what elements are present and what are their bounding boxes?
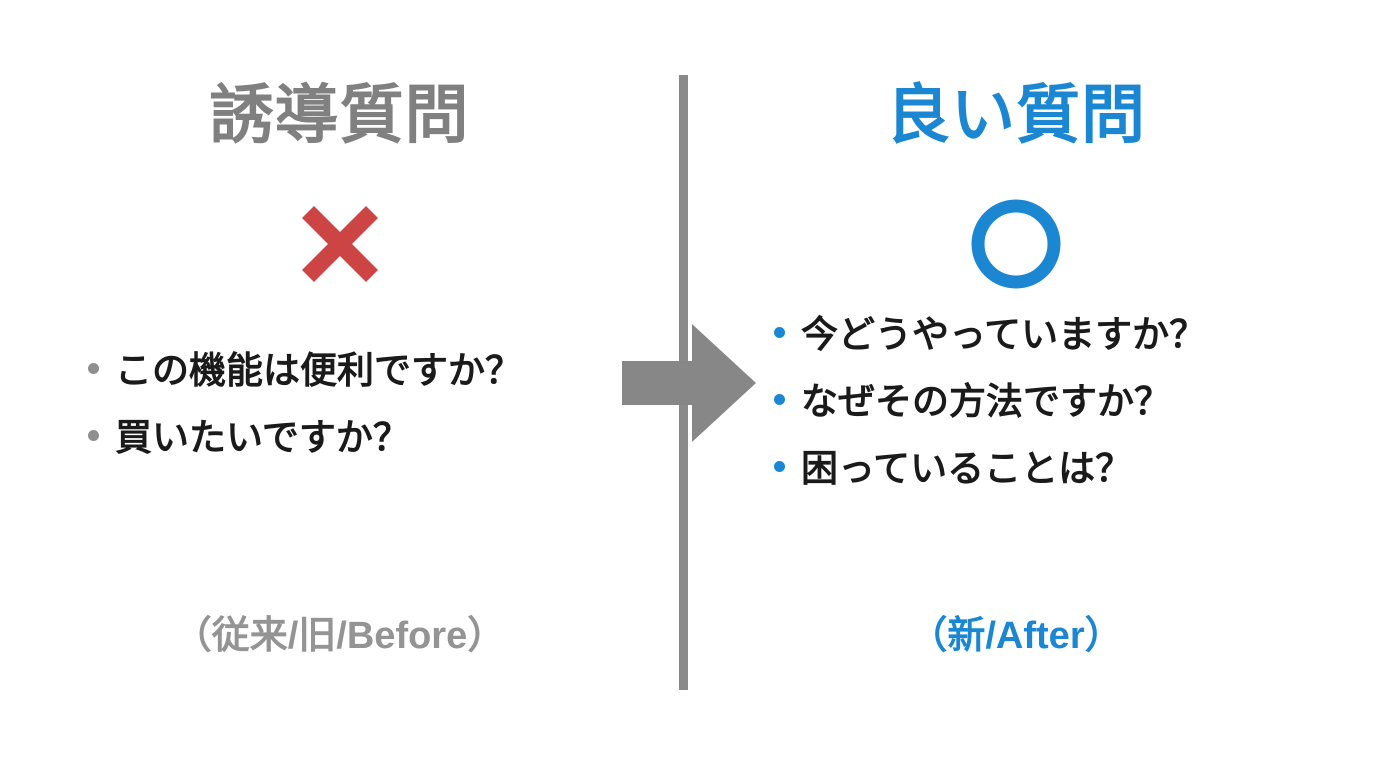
- circle-mark-icon: [971, 199, 1061, 289]
- left-column: 誘導質問 この機能は便利ですか？ 買いたいですか？ （従来/旧/Before）: [0, 0, 679, 768]
- bullet-dot-icon: [774, 394, 785, 405]
- left-footer-label: （従来/旧/Before）: [173, 615, 506, 657]
- list-item-label: この機能は便利ですか？: [115, 350, 522, 391]
- right-column: 良い質問 今どうやっていますか？ なぜその方法ですか？ 困っていることは？ （新…: [688, 0, 1376, 768]
- bullet-dot-icon: [88, 363, 99, 374]
- bullet-dot-icon: [774, 461, 785, 472]
- list-item-label: 今どうやっていますか？: [801, 314, 1207, 355]
- list-item: 今どうやっていますか？: [774, 316, 1354, 353]
- bullet-dot-icon: [88, 430, 99, 441]
- bullet-dot-icon: [774, 327, 785, 338]
- list-item: なぜその方法ですか？: [774, 383, 1354, 420]
- cross-mark-icon: [301, 205, 378, 283]
- list-item: 買いたいですか？: [88, 419, 648, 456]
- list-item: 困っていることは？: [774, 450, 1354, 487]
- right-title: 良い質問: [886, 79, 1146, 151]
- list-item-label: 買いたいですか？: [115, 417, 410, 458]
- left-title: 誘導質問: [209, 79, 470, 151]
- left-bullet-list: この機能は便利ですか？ 買いたいですか？: [88, 352, 648, 486]
- circle-mark-container: [688, 196, 1376, 292]
- right-bullet-list: 今どうやっていますか？ なぜその方法ですか？ 困っていることは？: [774, 316, 1354, 517]
- list-item: この機能は便利ですか？: [88, 352, 648, 389]
- cross-mark-container: [0, 196, 679, 292]
- right-footer-label: （新/After）: [909, 615, 1123, 657]
- list-item-label: なぜその方法ですか？: [801, 381, 1171, 422]
- list-item-label: 困っていることは？: [801, 448, 1133, 489]
- right-arrow-icon: [622, 324, 756, 442]
- transition-arrow-container: [622, 320, 756, 446]
